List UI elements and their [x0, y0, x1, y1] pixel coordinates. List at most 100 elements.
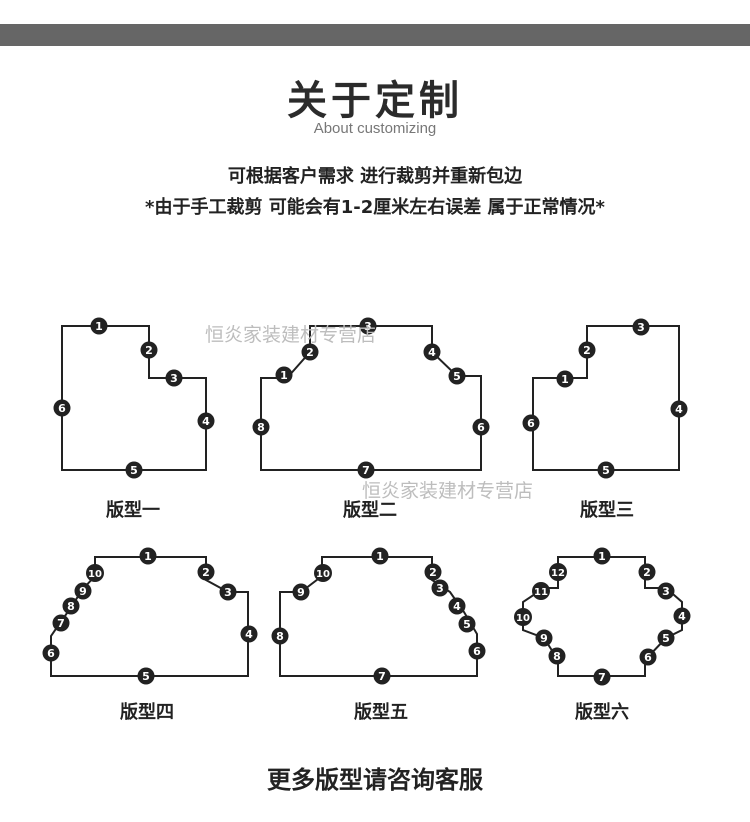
shape-2-marker-8: 8	[252, 418, 270, 436]
shape-outline-3	[532, 325, 680, 471]
shape-4-marker-4: 4	[240, 625, 258, 643]
svg-text:6: 6	[527, 417, 535, 430]
svg-text:9: 9	[540, 632, 548, 645]
svg-text:4: 4	[245, 628, 253, 641]
shape-3-marker-5: 5	[597, 461, 615, 479]
shape-label-5: 版型五	[354, 702, 408, 723]
top-bar	[0, 24, 750, 46]
svg-text:10: 10	[316, 569, 330, 580]
shape-3-marker-3: 3	[632, 318, 650, 336]
page-title: 关于定制	[287, 78, 463, 124]
svg-text:7: 7	[378, 670, 386, 683]
svg-text:10: 10	[88, 569, 102, 580]
shape-6-marker-12: 12	[549, 563, 567, 581]
svg-text:2: 2	[429, 566, 437, 579]
svg-text:8: 8	[67, 600, 75, 613]
shape-6-marker-6: 6	[639, 648, 657, 666]
svg-text:10: 10	[516, 613, 530, 624]
shape-2-marker-7: 7	[357, 461, 375, 479]
shape-2-marker-5: 5	[448, 367, 466, 385]
svg-text:3: 3	[170, 372, 178, 385]
watermark-2: 恒炎家装建材专营店	[362, 480, 534, 502]
svg-text:11: 11	[534, 587, 548, 598]
shape-6-marker-4: 4	[673, 607, 691, 625]
shape-label-2: 版型二	[343, 500, 397, 521]
svg-text:7: 7	[598, 671, 606, 684]
shape-6-marker-2: 2	[638, 563, 656, 581]
shape-5-marker-1: 1	[371, 547, 389, 565]
svg-text:6: 6	[473, 645, 481, 658]
svg-text:2: 2	[583, 344, 591, 357]
shape-5-marker-3: 3	[431, 579, 449, 597]
shape-1-marker-1: 1	[90, 317, 108, 335]
shape-4-marker-6: 6	[42, 644, 60, 662]
shape-outline-2	[260, 325, 482, 471]
shape-5-marker-6: 6	[468, 642, 486, 660]
shape-1-marker-2: 2	[140, 341, 158, 359]
svg-text:5: 5	[463, 618, 471, 631]
svg-text:1: 1	[144, 550, 152, 563]
shape-5-marker-10: 10	[314, 564, 332, 582]
shape-6-marker-10: 10	[514, 608, 532, 626]
description-line-2: *由于手工裁剪 可能会有1-2厘米左右误差 属于正常情况*	[145, 197, 605, 218]
svg-text:5: 5	[142, 670, 150, 683]
page-subtitle: About customizing	[313, 120, 437, 137]
shape-outline-5	[279, 556, 478, 677]
shape-6-marker-9: 9	[535, 629, 553, 647]
svg-text:7: 7	[362, 464, 370, 477]
shape-2-marker-3: 3	[359, 317, 377, 335]
shape-5-marker-9: 9	[292, 583, 310, 601]
shape-6-marker-7: 7	[593, 668, 611, 686]
svg-text:1: 1	[95, 320, 103, 333]
svg-text:3: 3	[436, 582, 444, 595]
shape-4-marker-1: 1	[139, 547, 157, 565]
shape-5-marker-8: 8	[271, 627, 289, 645]
svg-text:7: 7	[57, 617, 65, 630]
watermark-1: 恒炎家装建材专营店	[205, 324, 377, 346]
shape-4-marker-10: 10	[86, 564, 104, 582]
shape-6-marker-8: 8	[548, 647, 566, 665]
shape-6-marker-1: 1	[593, 547, 611, 565]
shape-label-1: 版型一	[106, 500, 160, 521]
svg-text:3: 3	[637, 321, 645, 334]
svg-text:5: 5	[453, 370, 461, 383]
svg-text:4: 4	[428, 346, 436, 359]
shape-3-marker-6: 6	[522, 414, 540, 432]
shape-2-marker-1: 1	[275, 366, 293, 384]
svg-text:8: 8	[553, 650, 561, 663]
shape-4-marker-3: 3	[219, 583, 237, 601]
shape-2-marker-6: 6	[472, 418, 490, 436]
svg-text:1: 1	[561, 373, 569, 386]
footer-text: 更多版型请咨询客服	[267, 766, 483, 794]
shape-1-marker-3: 3	[165, 369, 183, 387]
description-line-1: 可根据客户需求 进行裁剪并重新包边	[227, 166, 523, 187]
svg-text:6: 6	[58, 402, 66, 415]
shape-3-marker-1: 1	[556, 370, 574, 388]
svg-text:6: 6	[477, 421, 485, 434]
svg-text:2: 2	[643, 566, 651, 579]
svg-text:8: 8	[257, 421, 265, 434]
shape-5-marker-5: 5	[458, 615, 476, 633]
svg-text:4: 4	[453, 600, 461, 613]
svg-text:8: 8	[276, 630, 284, 643]
svg-text:12: 12	[551, 568, 565, 579]
shape-1-marker-4: 4	[197, 412, 215, 430]
svg-text:2: 2	[145, 344, 153, 357]
shape-outline-6	[522, 556, 683, 677]
shape-4-marker-5: 5	[137, 667, 155, 685]
svg-text:5: 5	[662, 632, 670, 645]
svg-text:3: 3	[364, 320, 372, 333]
svg-text:2: 2	[306, 346, 314, 359]
shape-1-marker-6: 6	[53, 399, 71, 417]
shape-5-marker-2: 2	[424, 563, 442, 581]
shape-2-marker-4: 4	[423, 343, 441, 361]
shape-outline-4	[50, 556, 249, 677]
shape-label-6: 版型六	[575, 702, 629, 723]
shape-3-marker-2: 2	[578, 341, 596, 359]
svg-text:6: 6	[644, 651, 652, 664]
shape-4-marker-8: 8	[62, 597, 80, 615]
svg-text:9: 9	[79, 585, 87, 598]
svg-text:5: 5	[602, 464, 610, 477]
shape-4-marker-2: 2	[197, 563, 215, 581]
